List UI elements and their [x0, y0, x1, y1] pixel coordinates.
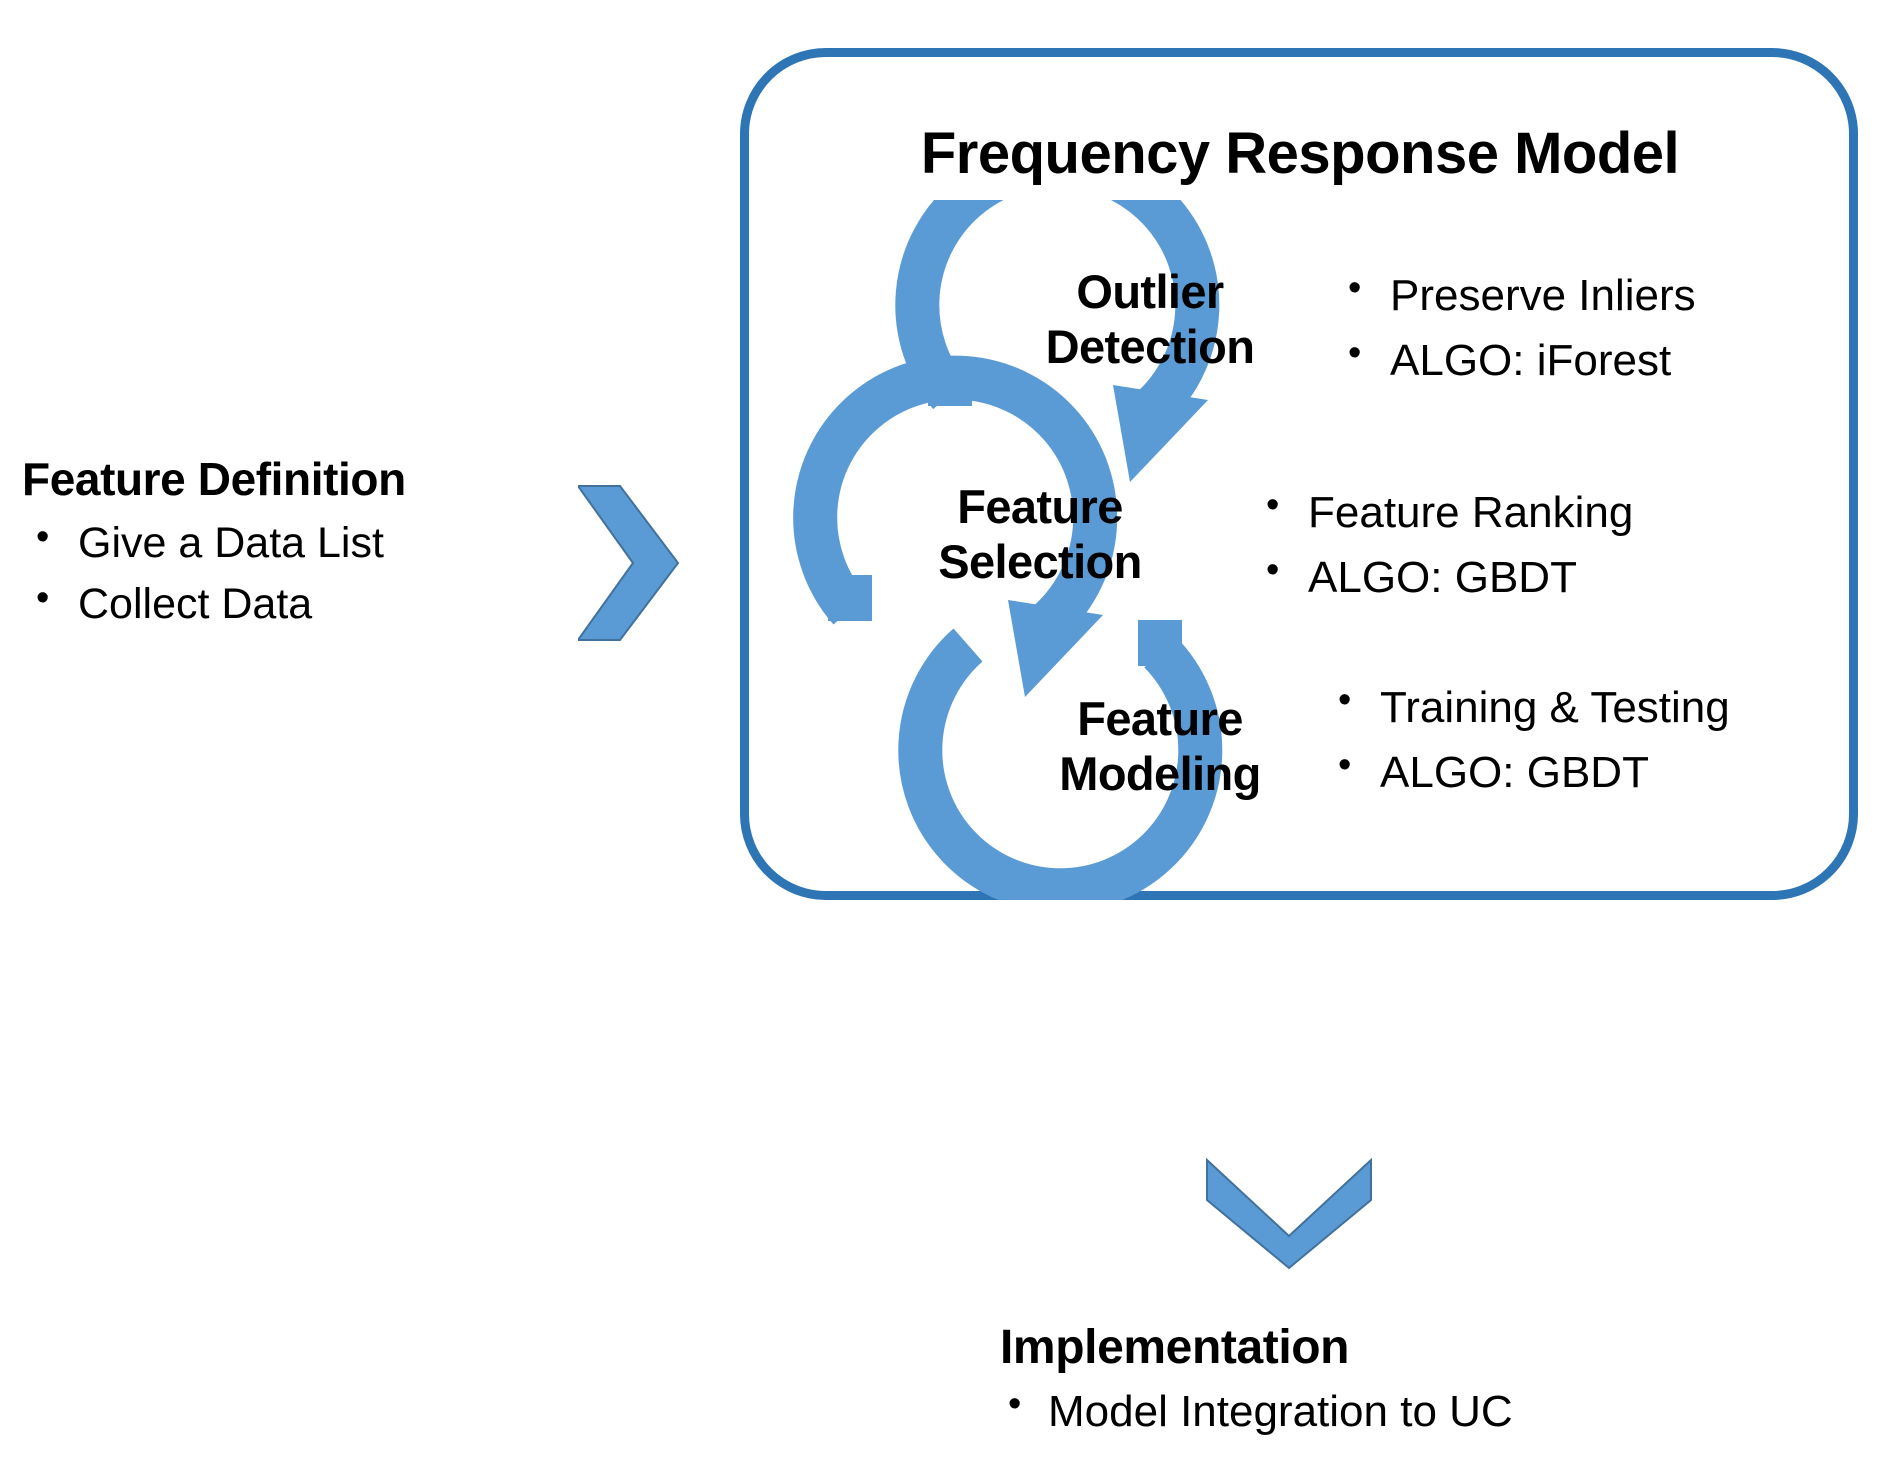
stage-label-line1: Feature [1077, 692, 1243, 745]
feature-definition-title: Feature Definition [22, 453, 406, 505]
list-item: Preserve Inliers [1340, 260, 1696, 328]
list-item: ALGO: iForest [1340, 325, 1696, 393]
implementation-bullets: Model Integration to UC [1000, 1378, 1740, 1443]
circular-arrow-feature-modeling [898, 620, 1223, 900]
list-item: Give a Data List [22, 511, 582, 574]
list-item: Collect Data [22, 572, 582, 635]
stage-bullets-feature-selection: Feature Ranking ALGO: GBDT [1258, 477, 1633, 610]
stage-bullets-feature-modeling: Training & Testing ALGO: GBDT [1330, 672, 1730, 805]
stage-label-line1: Feature [957, 480, 1123, 533]
stage-label-outlier-detection: Outlier Detection [1020, 265, 1280, 374]
circular-arrow-feature-selection [793, 355, 1118, 697]
list-item: ALGO: GBDT [1330, 737, 1730, 805]
list-item: Feature Ranking [1258, 477, 1633, 545]
feature-definition-block: Feature Definition Give a Data List Coll… [22, 453, 582, 635]
circular-arrow-group [793, 200, 1223, 900]
stage-bullets-outlier-detection: Preserve Inliers ALGO: iForest [1340, 260, 1696, 393]
stage-label-line2: Detection [1045, 319, 1255, 373]
chevron-right-icon [578, 485, 680, 641]
chevron-down-icon [1206, 1158, 1372, 1270]
model-box-title: Frequency Response Model [920, 121, 1680, 186]
stage-label-line2: Selection [938, 534, 1142, 588]
stage-label-line2: Modeling [1059, 746, 1261, 800]
list-item: ALGO: GBDT [1258, 542, 1633, 610]
stage-label-feature-modeling: Feature Modeling [1020, 692, 1300, 801]
list-item: Model Integration to UC [1000, 1378, 1740, 1443]
list-item: Training & Testing [1330, 672, 1730, 740]
implementation-title: Implementation [1000, 1321, 1350, 1374]
feature-definition-bullets: Give a Data List Collect Data [22, 511, 582, 635]
implementation-block: Implementation Model Integration to UC [1000, 1320, 1740, 1443]
stage-label-feature-selection: Feature Selection [910, 480, 1170, 589]
stage-label-line1: Outlier [1076, 265, 1224, 318]
